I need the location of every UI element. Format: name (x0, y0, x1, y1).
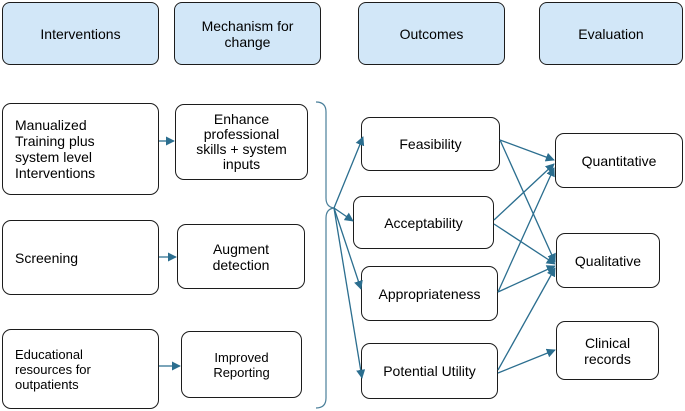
mechanism-augment: Augment detection (177, 224, 305, 289)
arrow-acceptability-quantitative (493, 163, 555, 221)
evaluation-clinical: Clinical records (556, 321, 659, 380)
arrow-to-appropriateness (333, 207, 363, 290)
intervention-training-label: Manualized Training plus system level In… (15, 117, 96, 181)
arrow-appropriateness-qualitative (497, 265, 556, 293)
arrow-to-feasibility (333, 136, 365, 209)
outcome-acceptability: Acceptability (353, 196, 494, 249)
header-evaluation: Evaluation (539, 2, 683, 65)
header-outcomes: Outcomes (358, 2, 505, 65)
evaluation-qualitative-label: Qualitative (574, 252, 642, 269)
header-interventions-label: Interventions (40, 25, 121, 42)
intervention-educational: Educational resources for outpatients (2, 329, 159, 409)
header-evaluation-label: Evaluation (578, 25, 644, 42)
arrow-acceptability-qualitative (493, 223, 556, 265)
arrow-utility-clinical (497, 348, 556, 374)
mechanism-augment-label: Augment detection (212, 240, 270, 273)
arrow-to-acceptability (333, 207, 354, 222)
outcome-feasibility: Feasibility (361, 117, 500, 171)
header-interventions: Interventions (2, 2, 159, 65)
mechanism-improved-label: Improved Reporting (213, 349, 270, 380)
evaluation-quantitative-label: Quantitative (581, 152, 657, 169)
intervention-training: Manualized Training plus system level In… (2, 103, 159, 195)
evaluation-qualitative: Qualitative (556, 233, 660, 288)
intervention-educational-label: Educational resources for outpatients (15, 346, 91, 392)
outcome-appropriateness: Appropriateness (361, 266, 498, 321)
intervention-screening: Screening (2, 220, 159, 295)
evaluation-quantitative: Quantitative (555, 133, 683, 188)
intervention-screening-label: Screening (15, 249, 79, 266)
header-outcomes-label: Outcomes (399, 25, 464, 42)
arrow-utility-qualitative (497, 267, 556, 371)
arrow-appropriateness-quantitative (497, 167, 555, 293)
outcome-appropriateness-label: Appropriateness (378, 285, 481, 302)
arrow-feasibility-qualitative (499, 139, 556, 263)
mechanism-improved: Improved Reporting (181, 331, 302, 398)
arrow-to-utility (333, 207, 366, 379)
mechanism-enhance-label: Enhance professional skills + system inp… (196, 111, 287, 172)
mechanism-enhance: Enhance professional skills + system inp… (175, 104, 308, 180)
outcome-utility: Potential Utility (361, 343, 498, 399)
outcome-acceptability-label: Acceptability (384, 214, 463, 231)
header-mechanism: Mechanism for change (174, 2, 321, 65)
grouping-brace (315, 101, 335, 409)
outcome-feasibility-label: Feasibility (399, 136, 462, 152)
header-mechanism-label: Mechanism for change (201, 17, 294, 50)
evaluation-clinical-label: Clinical records (584, 334, 631, 367)
outcome-utility-label: Potential Utility (383, 363, 476, 379)
arrow-feasibility-quantitative (499, 139, 555, 162)
